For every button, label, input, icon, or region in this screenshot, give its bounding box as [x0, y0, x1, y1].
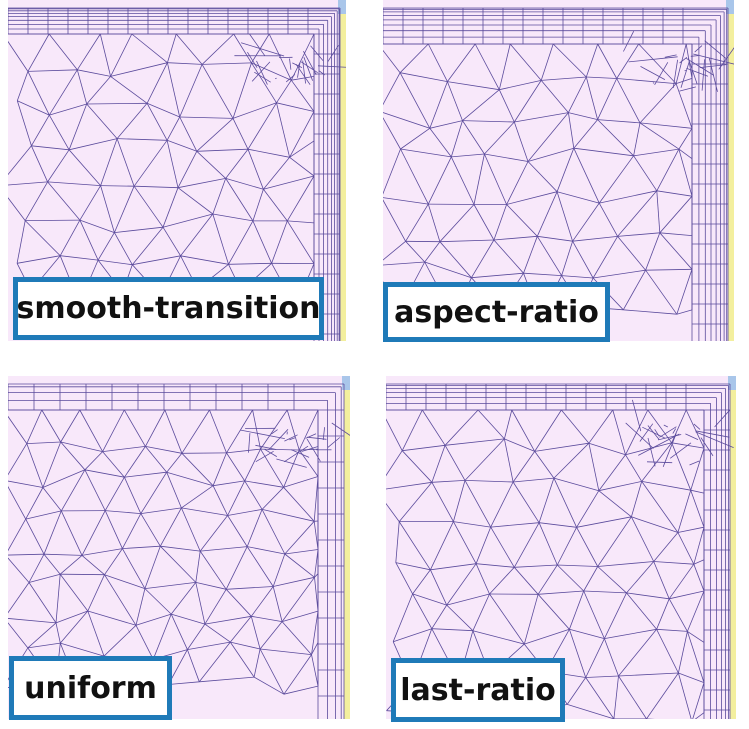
label-smooth-transition: smooth-transition	[13, 277, 324, 340]
label-uniform: uniform	[9, 656, 172, 720]
label-last-ratio: last-ratio	[391, 658, 565, 722]
label-aspect-ratio: aspect-ratio	[383, 282, 610, 342]
